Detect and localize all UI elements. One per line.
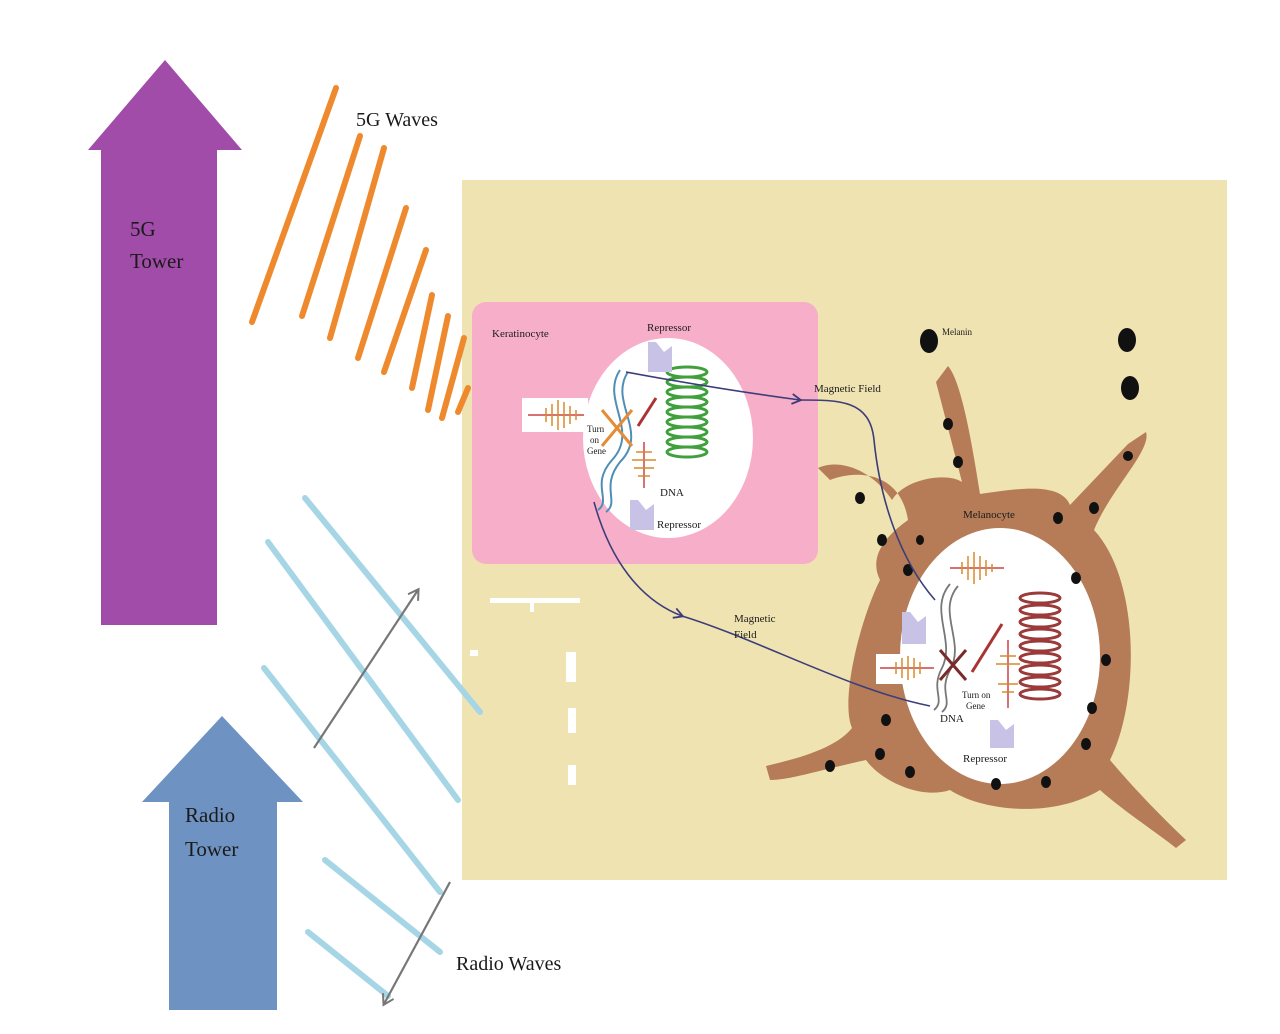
radio-arrow-down [382, 881, 451, 1007]
keratinocyte-turn-on-gene-label: Turn on Gene [587, 424, 606, 456]
keratinocyte-gene-x [600, 409, 634, 447]
magnetic-field-outer-loop [799, 399, 936, 601]
keratinocyte-gene-product [632, 442, 656, 488]
melanocyte-dna-label: DNA [940, 713, 964, 725]
tower-5g-arrow [88, 60, 242, 625]
keratinocyte-repressor-bottom-label: Repressor [657, 519, 701, 531]
radio-arrow-up [313, 587, 420, 749]
melanin-granule-3 [1121, 376, 1139, 400]
keratinocyte-repressor-top-label: Repressor [647, 322, 691, 334]
tissue-specks [470, 598, 580, 785]
melanocyte-red-arrow [970, 623, 1004, 673]
waves-radio [261, 495, 483, 999]
keratinocyte-label: Keratinocyte [492, 328, 549, 340]
keratinocyte-signal-icon [528, 400, 584, 430]
melanocyte-red-coil [1018, 591, 1062, 701]
melanin-granule-1 [920, 329, 938, 353]
magnetic-field-mid-label: Magnetic Field [734, 613, 778, 641]
melanocyte-gene-x [938, 649, 968, 681]
melanocyte-repressor-bottom-icon [990, 720, 1014, 748]
magnetic-field-top-label: Magnetic Field [814, 383, 881, 395]
keratinocyte-dna-helix [597, 369, 633, 513]
tower-radio-arrow [142, 716, 303, 1010]
keratinocyte-repressor-top-icon [648, 342, 672, 372]
melanin-granule-2 [1118, 328, 1136, 352]
melanin-label: Melanin [942, 327, 972, 337]
waves-5g-label: 5G Waves [356, 109, 438, 131]
melanocyte-signal-box [876, 654, 936, 684]
keratinocyte-dna-label: DNA [660, 487, 684, 499]
melanocyte-gene-product [996, 640, 1020, 708]
melanocyte-signal-top [950, 552, 1004, 584]
magnetic-field-top-line [625, 371, 803, 405]
keratinocyte-red-arrow [636, 397, 658, 427]
waves-radio-label: Radio Waves [456, 953, 561, 975]
tower-radio-label: Radio Tower [185, 803, 240, 861]
keratinocyte-repressor-bottom-icon [630, 500, 654, 530]
tower-5g-label: 5G Tower [130, 217, 183, 273]
keratinocyte-nucleus [583, 338, 753, 538]
melanocyte-label: Melanocyte [963, 509, 1015, 521]
magnetic-field-lower-path [681, 615, 931, 707]
melanocyte-melanin-dots [825, 418, 1133, 790]
melanocyte-repressor-label: Repressor [963, 753, 1007, 765]
magnetic-field-bottom-line [593, 501, 685, 619]
melanocyte-signal-left [880, 656, 934, 680]
melanocyte-repressor-top-icon [902, 612, 926, 644]
melanocyte-turn-on-gene-label: Turn on Gene [962, 690, 993, 711]
